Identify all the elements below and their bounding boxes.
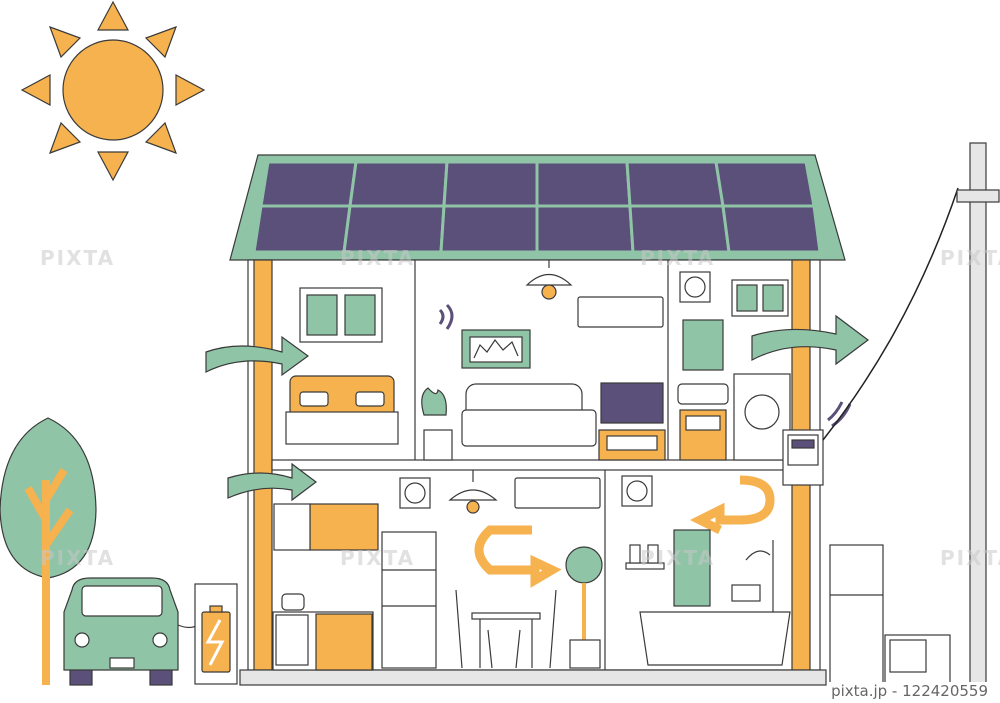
watermark: PIXTA <box>940 246 1000 270</box>
watermark: PIXTA <box>640 546 716 570</box>
house <box>239 259 827 686</box>
smart-meter <box>782 187 959 486</box>
bedroom <box>285 287 399 445</box>
electric-car <box>63 577 199 686</box>
watermark: PIXTA <box>340 246 416 270</box>
roof <box>229 154 846 261</box>
tree <box>0 417 97 685</box>
outdoor-units <box>829 544 951 686</box>
watermark: PIXTA <box>940 546 1000 570</box>
battery-storage <box>194 583 238 685</box>
living-room <box>421 260 666 461</box>
airflow-arrows <box>205 314 869 502</box>
sun-icon <box>20 0 206 182</box>
kitchen <box>272 470 603 671</box>
solar-panels <box>252 160 822 254</box>
laundry-room <box>677 271 791 461</box>
image-credit: pixta.jp - 122420559 <box>829 682 990 700</box>
watermark: PIXTA <box>40 246 116 270</box>
watermark: PIXTA <box>640 246 716 270</box>
bathroom <box>621 475 791 666</box>
watermark: PIXTA <box>40 546 116 570</box>
watermark: PIXTA <box>340 546 416 570</box>
utility-pole <box>956 142 1000 686</box>
